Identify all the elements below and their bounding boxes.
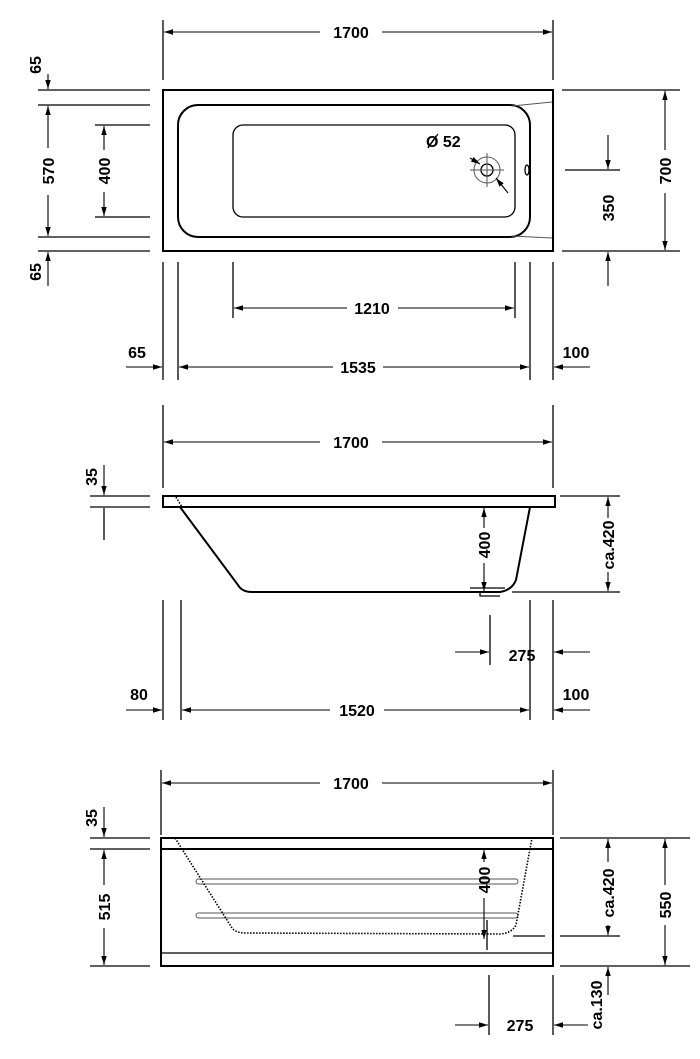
hidden-basin-outline [174,837,533,935]
top-view: Ø 52 1700 65 570 400 65 700 350 1210 65 [28,20,680,380]
dim-basin-width: 400 [97,158,114,185]
dim-rim-height: 35 [84,468,101,486]
dim-overall-length: 1700 [333,776,369,793]
dim-total-height: 550 [658,892,675,919]
dim-panel-height: 515 [97,894,114,921]
dim-right-offset: 100 [563,687,590,704]
dim-basin-length: 1210 [354,301,390,318]
drain-icon [470,153,504,187]
overflow [524,164,530,176]
tub-outline [162,89,554,252]
panel-groove [195,878,519,885]
dim-left-offset: 80 [130,687,148,704]
dim-inner-length: 1535 [340,360,376,377]
dim-overall-length: 1700 [333,25,369,42]
dim-feet-height: ca.130 [589,980,606,1029]
tub-rim [162,495,556,508]
dim-inner-width: 570 [41,158,58,185]
tub-basin-profile [179,506,531,593]
dim-right-rim: 100 [563,345,590,362]
dim-drain-offset: 350 [601,195,618,222]
dim-rim-height: 35 [84,809,101,827]
dim-left-rim: 65 [128,345,146,362]
dim-overall-width: 700 [658,158,675,185]
side-section-view: 1700 35 400 ca.420 275 80 1520 100 [84,405,620,720]
dim-height: ca.420 [601,868,618,917]
dim-depth: 400 [477,532,494,559]
dim-overall-length: 1700 [333,435,369,452]
dim-rim-top: 65 [28,56,45,74]
dim-inner-length: 1520 [339,703,375,720]
dim-rim-bottom: 65 [28,263,45,281]
basin-floor [232,124,516,218]
front-panel [160,848,554,967]
panel-groove [195,912,519,919]
tub-rim-inner [177,104,531,238]
tub-rim [160,837,554,850]
dim-drain-offset: 275 [509,648,536,665]
dim-height: ca.420 [601,520,618,569]
front-view: 1700 35 515 400 ca.420 550 ca.130 275 [84,770,690,1035]
drain-diameter-label: Ø 52 [426,134,461,151]
dim-drain-offset: 275 [507,1018,534,1035]
rim-slope-lines [511,101,553,239]
dim-depth: 400 [477,867,494,894]
